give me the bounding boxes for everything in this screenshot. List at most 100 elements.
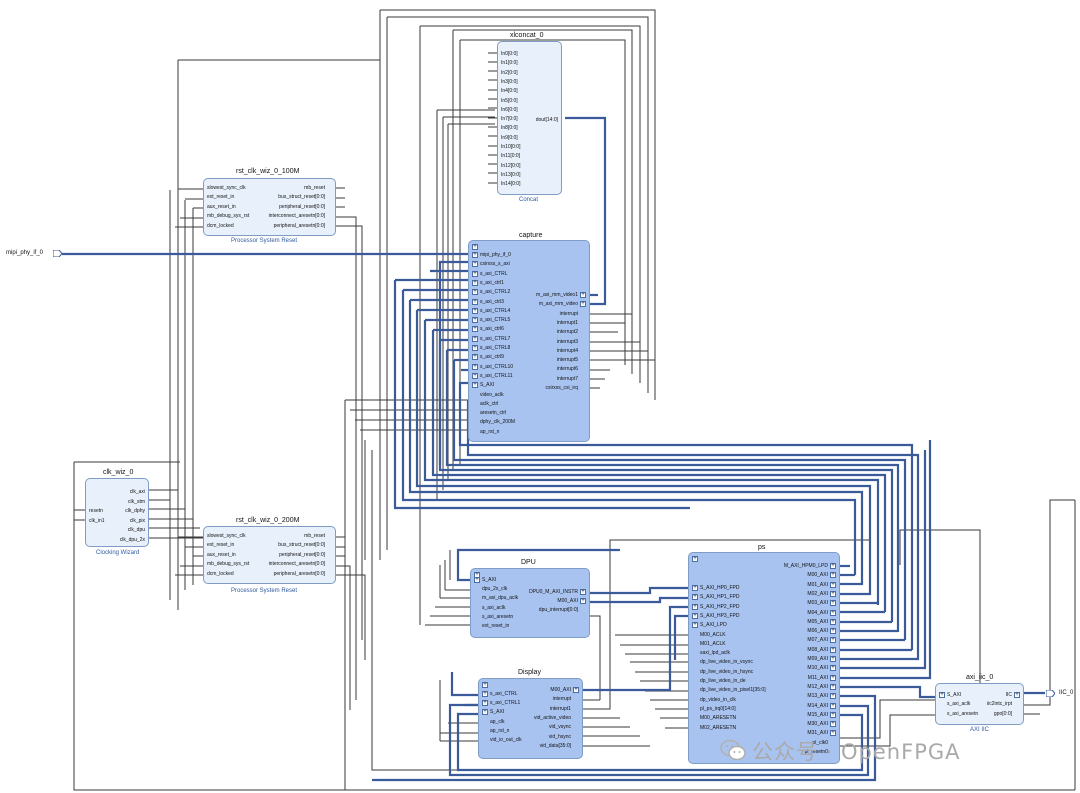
capture-bus-interface-icon[interactable]: + [472, 335, 478, 342]
iic-in-pin[interactable]: s_axi_aresetn [947, 710, 979, 717]
capture-in-pin[interactable]: s_axi_CTRL8 [480, 345, 511, 351]
display-out-pin[interactable]: vid_data[35:0] [539, 742, 571, 749]
capture-bus-interface-icon[interactable]: + [472, 317, 478, 324]
ps-in-pin[interactable]: S_AXI_HP1_FPD [700, 594, 740, 601]
ps-in-pin[interactable]: pl_ps_irq0[14:0] [700, 705, 736, 712]
capture-bus-interface-icon[interactable]: + [472, 363, 478, 370]
dpu-in-pin[interactable]: s_axi_aresetn [482, 613, 514, 620]
capture-in-pin[interactable]: s_axi_CTRL7 [480, 335, 511, 342]
capture-bus-interface-icon[interactable]: + [472, 279, 478, 286]
ps-out-pin[interactable]: M31_AXI [807, 730, 828, 737]
xlconcat-out-pin[interactable]: dout[14:0] [535, 117, 558, 123]
ps-out-pin[interactable]: M15_AXI [807, 711, 828, 718]
ps-bus-interface-icon[interactable]: + [830, 683, 836, 690]
ps-in-pin[interactable]: dp_live_video_in_pixel1[35:0] [700, 687, 766, 694]
ps-bus-interface-icon[interactable]: + [830, 637, 836, 644]
ps-out-pin[interactable]: pl_resetn0 [804, 749, 828, 755]
capture-in-pin[interactable]: s_axi_CTRL4 [480, 307, 511, 314]
display-in-pin[interactable]: vid_io_out_clk [490, 737, 522, 743]
xlconcat-in-pin[interactable]: In14[0:0] [501, 181, 521, 188]
rst200-in-pin[interactable]: mb_debug_sys_rst [207, 561, 250, 568]
ps-in-pin[interactable]: dp_live_video_in_hsync [700, 668, 754, 675]
xlconcat-in-pin[interactable]: In9[0:0] [501, 134, 518, 141]
xlconcat-in-pin[interactable]: In0[0:0] [501, 51, 518, 57]
iic-bus-interface-icon[interactable]: + [1014, 692, 1020, 698]
rst100-in-pin[interactable]: mb_debug_sys_rst [207, 213, 250, 220]
rst100-out-pin[interactable]: interconnect_aresetn[0:0] [268, 213, 325, 220]
capture-in-pin[interactable]: dphy_clk_200M [480, 419, 516, 426]
rst200-out-pin[interactable]: interconnect_aresetn[0:0] [268, 561, 325, 568]
capture-in-pin[interactable]: csirxss_s_axi [480, 261, 510, 268]
capture-in-pin[interactable]: aresetn_ctrl [480, 410, 507, 417]
rst200-out-pin[interactable]: peripheral_aresetn[0:0] [273, 570, 325, 577]
ps-bus-interface-icon[interactable]: + [830, 730, 836, 737]
display-out-pin[interactable]: vid_hsync [548, 733, 571, 740]
capture-out-pin[interactable]: interrupt5 [556, 357, 578, 364]
capture-out-pin[interactable]: csirxss_csi_irq [545, 385, 578, 391]
ps-in-pin[interactable]: M00_ACLK [700, 631, 726, 638]
display-out-pin[interactable]: M00_AXI [550, 687, 571, 693]
iic-bus-interface-icon[interactable]: + [939, 692, 945, 698]
ps-out-pin[interactable]: M03_AXI [807, 600, 828, 607]
display-expand-icon[interactable]: + [482, 682, 488, 688]
capture-bus-interface-icon[interactable]: + [472, 354, 478, 361]
ps-in-pin[interactable]: M02_ARESETN [700, 724, 737, 731]
ps-bus-interface-icon[interactable]: + [830, 618, 836, 625]
capture-bus-interface-icon[interactable]: + [580, 301, 586, 308]
capture-in-pin[interactable]: s_axi_CTRL10 [480, 363, 514, 370]
ps-out-pin[interactable]: M02_AXI [807, 590, 828, 597]
ps-bus-interface-icon[interactable]: + [692, 612, 698, 619]
dpu-out-pin[interactable]: DPU0_M_AXI_INSTR [529, 589, 578, 595]
capture-in-pin[interactable]: s_axi_ctrl1 [480, 279, 504, 286]
capture-out-pin[interactable]: interrupt2 [556, 329, 578, 336]
clkwiz-in-pin[interactable]: resetn [89, 508, 103, 514]
ps-bus-interface-icon[interactable]: + [830, 581, 836, 588]
ps-bus-interface-icon[interactable]: + [692, 585, 698, 591]
ps-out-pin[interactable]: M09_AXI [807, 656, 828, 662]
capture-out-pin[interactable]: m_axi_mm_video [538, 301, 578, 308]
dpu-in-pin[interactable]: ext_reset_in [482, 623, 510, 629]
clkwiz-in-pin[interactable]: clk_in1 [89, 517, 105, 524]
capture-expand-icon[interactable]: + [472, 244, 478, 250]
ps-bus-interface-icon[interactable]: + [830, 665, 836, 672]
rst100-in-pin[interactable]: ext_reset_in [207, 194, 235, 201]
ps-in-pin[interactable]: dp_video_in_clk [700, 696, 736, 703]
iic-out-pin[interactable]: iic2intc_irpt [986, 701, 1012, 708]
display-in-pin[interactable]: s_axi_CTRL [490, 691, 518, 697]
capture-in-pin[interactable]: aclk_ctrl [480, 400, 499, 407]
display-out-pin[interactable]: interrupt [552, 696, 571, 703]
rst100-in-pin[interactable]: dcm_locked [207, 222, 234, 229]
capture-in-pin[interactable]: s_axi_ctrl6 [480, 326, 504, 333]
display-bus-interface-icon[interactable]: + [482, 691, 488, 697]
capture-in-pin[interactable]: S_AXI [480, 382, 495, 389]
ps-in-pin[interactable]: dp_live_video_in_de [700, 678, 746, 684]
ps-bus-interface-icon[interactable]: + [830, 600, 836, 607]
display-in-pin[interactable]: s_axi_CTRL1 [490, 700, 521, 707]
rst100-out-pin[interactable]: bus_struct_reset[0:0] [278, 194, 325, 201]
ps-out-pin[interactable]: M00_AXI [807, 572, 828, 579]
ps-in-pin[interactable]: S_AXI_HP0_FPD [700, 585, 740, 591]
ps-out-pin[interactable]: M_AXI_HPM0_LPD [783, 563, 828, 569]
rst100-in-pin[interactable]: aux_reset_in [207, 203, 236, 210]
ps-bus-interface-icon[interactable]: + [830, 656, 836, 662]
ps-out-pin[interactable]: M05_AXI [807, 618, 828, 625]
xlconcat-in-pin[interactable]: In1[0:0] [501, 60, 518, 67]
ps-bus-interface-icon[interactable]: + [830, 711, 836, 718]
iic-out-pin[interactable]: gpo[0:0] [993, 710, 1012, 717]
rst200-out-pin[interactable]: bus_struct_reset[0:0] [278, 542, 325, 549]
dpu-in-pin[interactable]: s_axi_aclk [482, 604, 506, 611]
capture-bus-interface-icon[interactable]: + [472, 252, 478, 258]
ps-in-pin[interactable]: M00_ARESETN [700, 715, 737, 722]
ps-out-pin[interactable]: M12_AXI [807, 683, 828, 690]
ps-in-pin[interactable]: saxi_lpd_aclk [700, 650, 731, 657]
display-out-pin[interactable]: interrupt1 [549, 705, 571, 712]
ps-in-pin[interactable]: dp_live_video_in_vsync [700, 659, 753, 666]
capture-bus-interface-icon[interactable]: + [472, 261, 478, 268]
capture-out-pin[interactable]: interrupt3 [556, 338, 578, 345]
display-in-pin[interactable]: S_AXI [490, 709, 505, 716]
clkwiz-out-pin[interactable]: clk_dpu [127, 527, 145, 533]
clkwiz-out-pin[interactable]: clk_pix [129, 517, 145, 524]
